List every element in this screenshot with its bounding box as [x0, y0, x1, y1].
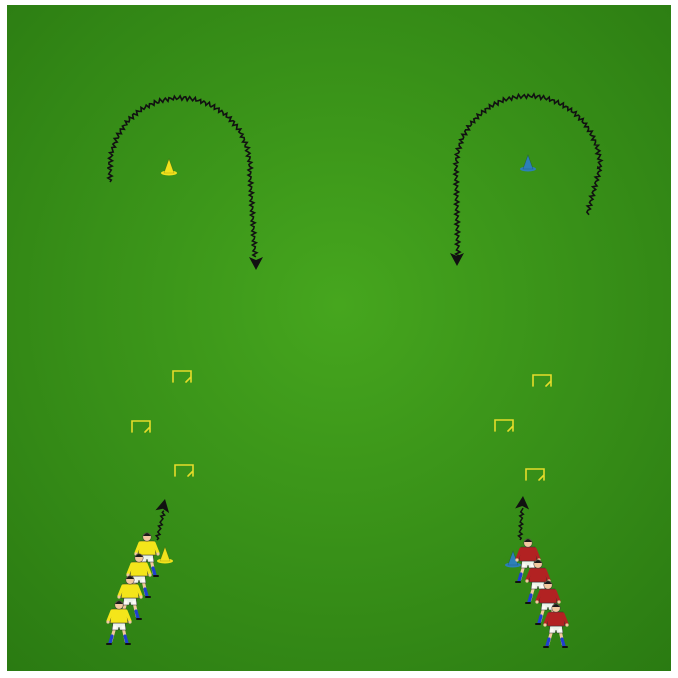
- training-pitch-diagram: [7, 5, 671, 671]
- pitch-background: [7, 5, 671, 671]
